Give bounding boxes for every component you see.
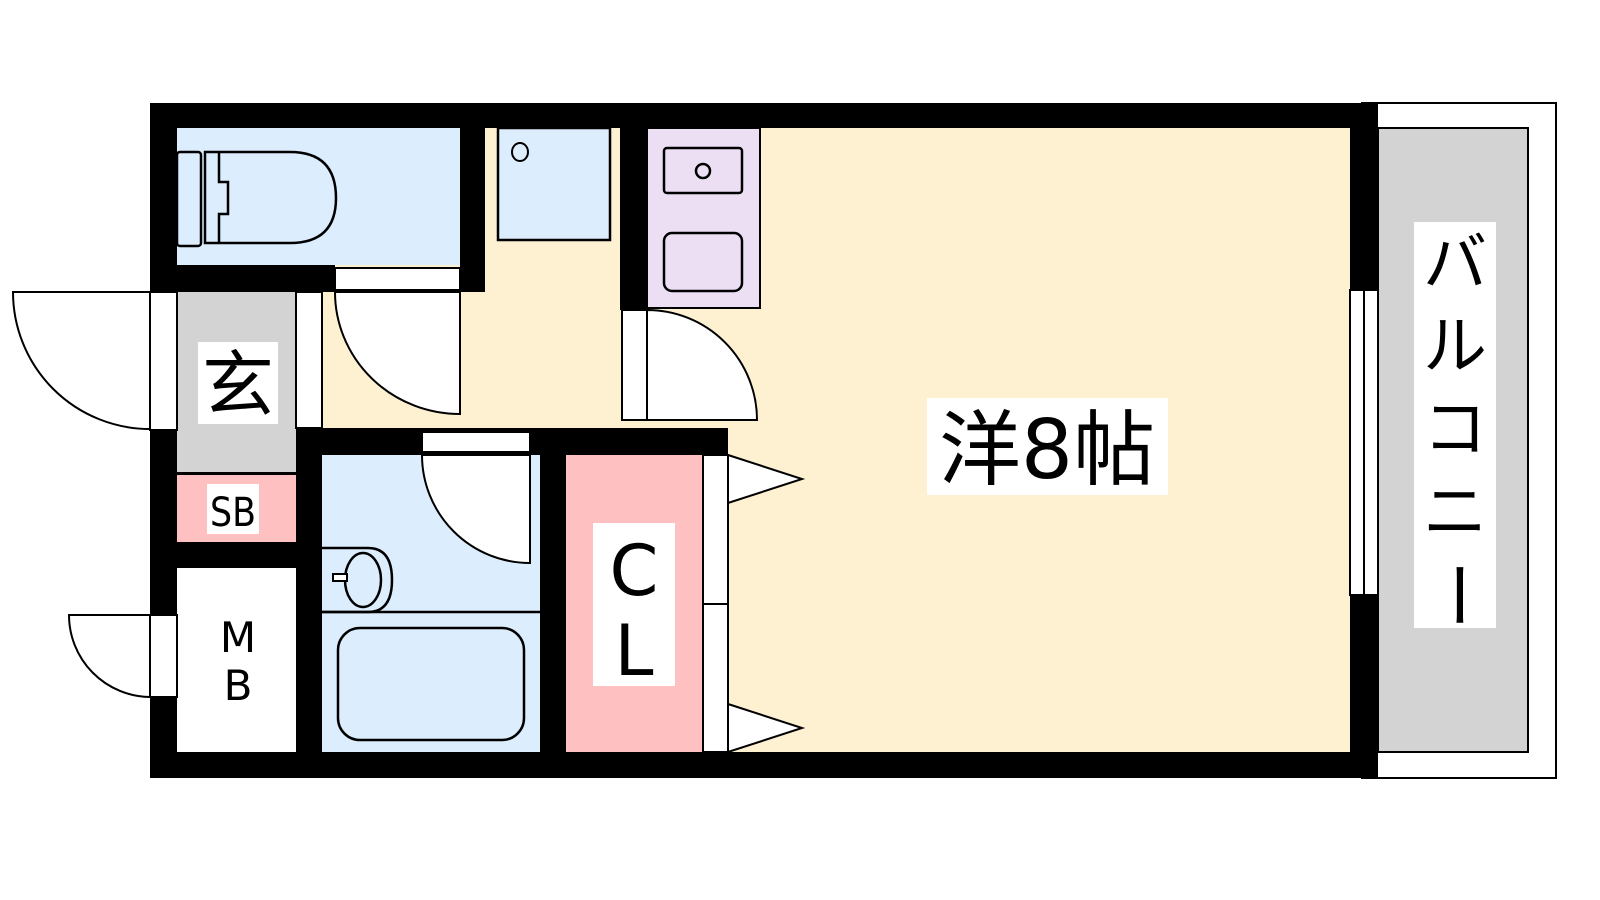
- toilet-room: [177, 128, 460, 265]
- main-room-label: 洋8帖: [939, 403, 1155, 498]
- bath-door-opening[interactable]: [421, 431, 531, 453]
- stove-icon: [662, 146, 744, 195]
- svg-text:ー: ー: [1416, 560, 1498, 630]
- closet-door-bottom[interactable]: [702, 603, 729, 753]
- meter-box-door-swing[interactable]: [67, 614, 151, 699]
- meter-box-label-m: M: [220, 613, 256, 662]
- toilet-door-opening[interactable]: [334, 267, 461, 291]
- washbasin-icon: [322, 546, 394, 614]
- svg-text:ニ: ニ: [1423, 476, 1487, 550]
- meter-box-label-b: B: [224, 661, 253, 710]
- drain-icon: [511, 142, 529, 162]
- front-door-swing[interactable]: [11, 291, 151, 431]
- svg-text:コ: コ: [1423, 393, 1487, 467]
- closet-door-top[interactable]: [702, 454, 729, 605]
- balcony-label: バ ル コ ニ ー: [1416, 227, 1498, 630]
- toilet-icon: [175, 150, 338, 248]
- bath-door-swing[interactable]: [420, 454, 531, 565]
- closet-label-c: C: [610, 530, 659, 612]
- closet-label-l: L: [615, 610, 654, 692]
- bathtub-icon: [336, 626, 526, 742]
- svg-text:ル: ル: [1423, 310, 1487, 384]
- washing-machine-space: [496, 126, 612, 242]
- toilet-door-swing[interactable]: [333, 291, 461, 416]
- meter-box: [177, 568, 296, 752]
- sink-icon: [662, 231, 744, 293]
- entrance-label: 玄: [202, 343, 274, 427]
- shoe-box-label: SB: [210, 490, 256, 536]
- svg-text:バ: バ: [1423, 227, 1487, 301]
- kitchen-door-swing[interactable]: [646, 308, 759, 421]
